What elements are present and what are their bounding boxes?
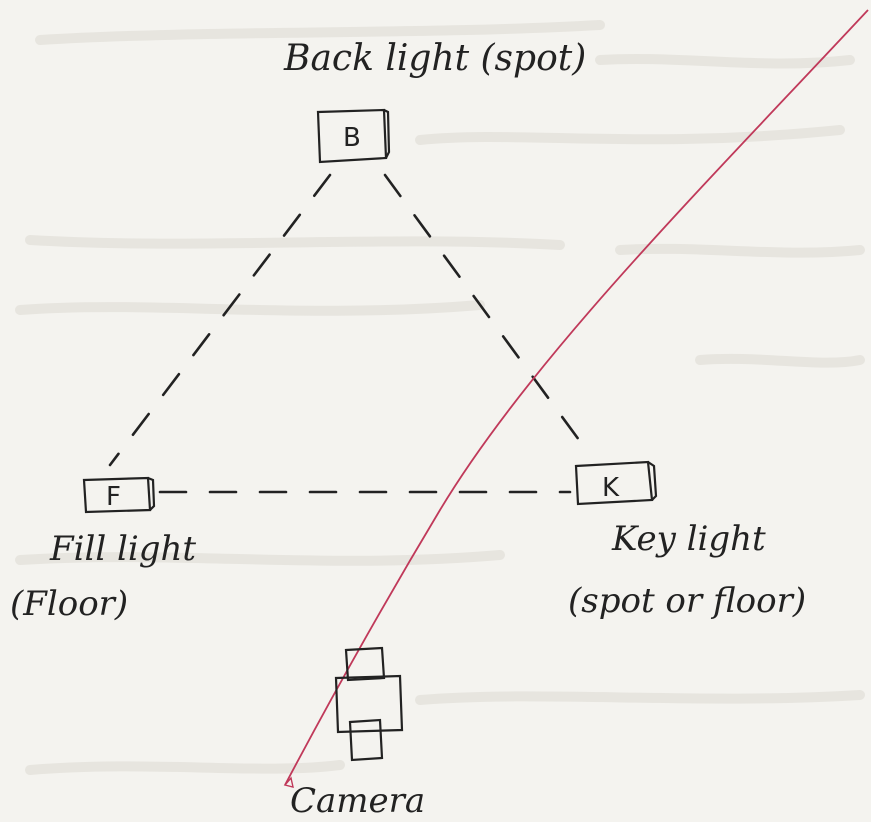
back-light-letter: B	[343, 123, 361, 153]
red-curve	[284, 9, 869, 786]
fill-light-type: (Floor)	[10, 584, 128, 624]
red-curve-tip	[283, 776, 294, 788]
back-light-label: Back light (spot)	[283, 38, 586, 79]
key-light-letter: K	[602, 473, 620, 503]
camera-icon	[334, 646, 404, 762]
dash-back-to-key	[383, 173, 592, 457]
fill-light-letter: F	[106, 482, 121, 512]
dash-back-to-fill	[108, 173, 332, 467]
fill-light-box: F	[82, 476, 156, 514]
fill-light-label: Fill light	[49, 529, 196, 569]
key-light-box: K	[574, 460, 658, 506]
camera-label: Camera	[290, 781, 425, 821]
key-light-label: Key light	[611, 519, 766, 559]
key-light-type: (spot or floor)	[568, 581, 806, 621]
page-bleed-through	[15, 20, 865, 775]
back-light-box: B	[316, 108, 391, 164]
